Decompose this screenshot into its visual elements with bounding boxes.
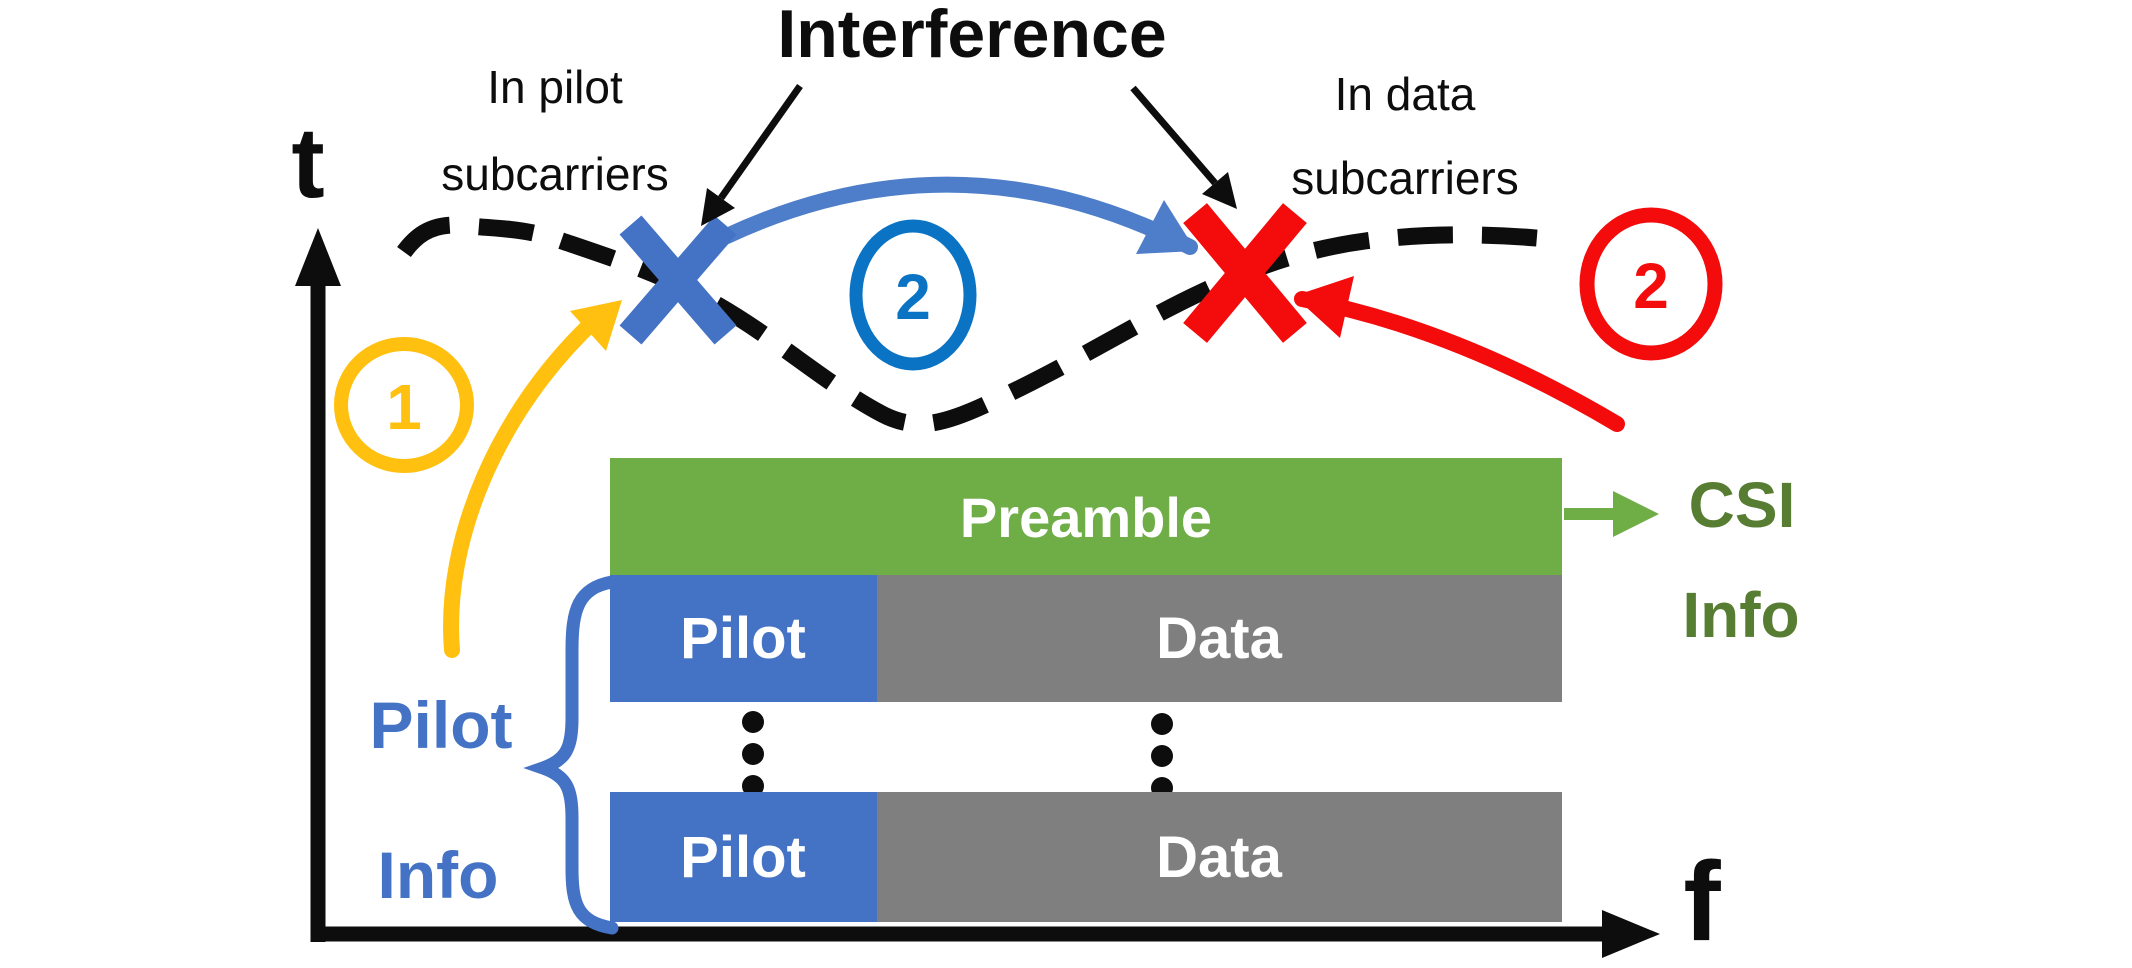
step2-red-badge-number: 2 xyxy=(1633,250,1669,322)
step2-red-arrow-head xyxy=(1294,276,1354,338)
step1-arrow-head xyxy=(570,300,622,351)
interference-callout: Interference xyxy=(701,0,1237,226)
in-pilot-note-line2: subcarriers xyxy=(441,148,669,200)
callout-line-left xyxy=(718,83,803,201)
data-label-row1: Data xyxy=(1156,606,1282,671)
callout-line-right xyxy=(1130,85,1218,186)
pilot-block-row2 xyxy=(610,792,877,922)
dot xyxy=(1151,745,1173,767)
dot xyxy=(742,711,764,733)
callout-arrowhead-left xyxy=(701,188,735,226)
step2-pilot-group: 2 xyxy=(719,176,1198,371)
step2-blue-badge-number: 2 xyxy=(895,261,931,333)
data-label-row2: Data xyxy=(1156,825,1282,890)
preamble-block xyxy=(610,458,1562,575)
x-stroke xyxy=(619,215,737,345)
in-pilot-note-line1: In pilot xyxy=(487,61,623,113)
csi-info-label-line1: CSI xyxy=(1689,469,1796,541)
step1-group: 1 xyxy=(334,300,622,658)
pilot-interference-x xyxy=(619,215,737,345)
channel-response-dashed-curve xyxy=(397,216,1559,433)
ellipsis-pilot-column xyxy=(742,711,764,797)
pilot-info-brace xyxy=(523,575,619,935)
frequency-axis-arrowhead xyxy=(1602,910,1660,958)
dot xyxy=(1151,713,1173,735)
step1-arrow-shaft xyxy=(443,311,604,658)
pilot-info-label-line1: Pilot xyxy=(370,688,513,762)
callout-arrowhead-right xyxy=(1202,172,1237,209)
step2-red-arrow-shaft xyxy=(1294,291,1625,432)
step1-badge-number: 1 xyxy=(386,371,422,443)
csi-arrow-head xyxy=(1613,491,1659,537)
data-block-row1 xyxy=(877,575,1562,702)
frequency-axis-label: f xyxy=(1683,839,1721,964)
pilot-info-label-line2: Info xyxy=(378,838,499,912)
preamble-label: Preamble xyxy=(960,486,1212,549)
step1-badge-circle xyxy=(334,337,474,473)
time-axis-arrowhead xyxy=(295,228,341,286)
in-data-subcarriers-note: In data subcarriers xyxy=(1291,68,1519,204)
step2-blue-arrow-head xyxy=(1136,200,1196,254)
pilot-block-row1 xyxy=(610,575,877,702)
step2-red-badge-circle xyxy=(1579,207,1723,361)
ofdm-frame: Preamble Pilot Data Pilot Data xyxy=(610,458,1562,922)
dot xyxy=(742,743,764,765)
step2-blue-badge-circle xyxy=(849,219,977,371)
step2-data-group: 2 xyxy=(1294,207,1723,432)
ellipsis-data-column xyxy=(1151,713,1173,799)
pilot-label-row1: Pilot xyxy=(680,606,806,671)
time-axis: t xyxy=(291,107,341,942)
csi-info-label-line2: Info xyxy=(1682,579,1799,651)
in-data-note-line1: In data xyxy=(1335,68,1476,120)
in-pilot-subcarriers-note: In pilot subcarriers xyxy=(441,61,669,200)
pilot-label-row2: Pilot xyxy=(680,825,806,890)
dot xyxy=(742,775,764,797)
data-interference-x xyxy=(1183,203,1307,343)
figure-title: Interference xyxy=(777,0,1166,72)
time-axis-label: t xyxy=(291,107,324,219)
csi-info-group: CSI Info xyxy=(1564,469,1800,651)
in-data-note-line2: subcarriers xyxy=(1291,152,1519,204)
pilot-info-group: Pilot Info xyxy=(370,575,619,935)
x-stroke xyxy=(1183,203,1307,343)
data-block-row2 xyxy=(877,792,1562,922)
step2-blue-arrow-shaft xyxy=(719,176,1198,255)
frequency-axis: f xyxy=(311,839,1721,964)
